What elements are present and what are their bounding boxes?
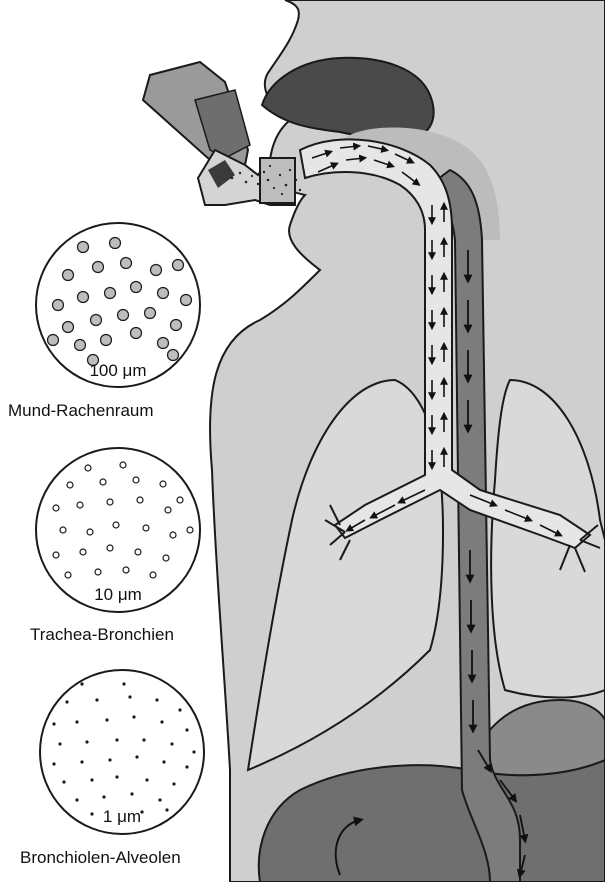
particle	[192, 750, 195, 753]
particle	[60, 527, 66, 533]
particle	[165, 507, 171, 513]
particle	[63, 322, 74, 333]
particle	[80, 682, 83, 685]
panel-alveoli-size-label: 1 μm	[103, 807, 141, 826]
particle	[87, 529, 93, 535]
particle	[52, 762, 55, 765]
particle	[135, 755, 138, 758]
particle	[107, 499, 113, 505]
particle	[115, 775, 118, 778]
particle	[145, 778, 148, 781]
particle	[181, 295, 192, 306]
particle	[162, 760, 165, 763]
particle	[113, 522, 119, 528]
particle	[53, 505, 59, 511]
particle	[160, 481, 166, 487]
particle	[142, 738, 145, 741]
particle	[172, 782, 175, 785]
particle	[131, 328, 142, 339]
particle	[80, 549, 86, 555]
particle	[151, 265, 162, 276]
particle	[145, 308, 156, 319]
particle	[108, 758, 111, 761]
particle	[178, 708, 181, 711]
particle	[95, 569, 101, 575]
particle	[187, 527, 193, 533]
particle	[185, 765, 188, 768]
particle	[52, 722, 55, 725]
panel-mouth: 100 μm	[36, 223, 200, 387]
particle	[105, 718, 108, 721]
particle	[102, 795, 105, 798]
particle	[165, 808, 168, 811]
particle	[155, 698, 158, 701]
particle	[80, 760, 83, 763]
particle	[62, 780, 65, 783]
particle	[53, 300, 64, 311]
particle	[143, 525, 149, 531]
particle	[120, 462, 126, 468]
particle	[137, 497, 143, 503]
particle	[130, 792, 133, 795]
particle	[91, 315, 102, 326]
particle	[168, 350, 179, 361]
particle	[133, 477, 139, 483]
particle	[63, 270, 74, 281]
panel-trachea: 10 μm	[36, 448, 200, 612]
particle	[85, 465, 91, 471]
panel-mouth-region-label: Mund-Rachenraum	[8, 401, 154, 420]
particle	[135, 549, 141, 555]
particle	[78, 292, 89, 303]
particle	[163, 555, 169, 561]
panel-trachea-size-label: 10 μm	[94, 585, 142, 604]
particle	[67, 482, 73, 488]
particle	[132, 715, 135, 718]
particle	[170, 742, 173, 745]
particle	[75, 720, 78, 723]
particle	[158, 798, 161, 801]
particle	[171, 320, 182, 331]
particle	[115, 738, 118, 741]
particle	[65, 572, 71, 578]
particle	[158, 288, 169, 299]
particle	[78, 242, 89, 253]
particle	[95, 698, 98, 701]
particle	[75, 340, 86, 351]
particle	[150, 572, 156, 578]
particle	[77, 502, 83, 508]
particle	[58, 742, 61, 745]
panel-mouth-size-label: 100 μm	[89, 361, 146, 380]
particle	[110, 238, 121, 249]
particle	[173, 260, 184, 271]
particle	[107, 545, 113, 551]
particle	[160, 720, 163, 723]
particle	[48, 335, 59, 346]
particle	[121, 258, 132, 269]
particle	[122, 682, 125, 685]
particle	[177, 497, 183, 503]
particle	[100, 479, 106, 485]
particle	[65, 700, 68, 703]
particle	[185, 728, 188, 731]
particle	[90, 778, 93, 781]
particle	[123, 567, 129, 573]
panel-alveoli: 1 μm	[40, 670, 204, 834]
particle	[158, 338, 169, 349]
particle	[131, 282, 142, 293]
particle	[118, 310, 129, 321]
panel-alveoli-region-label: Bronchiolen-Alveolen	[20, 848, 181, 867]
particle	[90, 812, 93, 815]
particle	[93, 262, 104, 273]
panel-trachea-region-label: Trachea-Bronchien	[30, 625, 174, 644]
particle	[85, 740, 88, 743]
particle	[105, 288, 116, 299]
particle	[170, 532, 176, 538]
particle	[53, 552, 59, 558]
particle	[75, 798, 78, 801]
particle	[128, 695, 131, 698]
particle	[101, 335, 112, 346]
